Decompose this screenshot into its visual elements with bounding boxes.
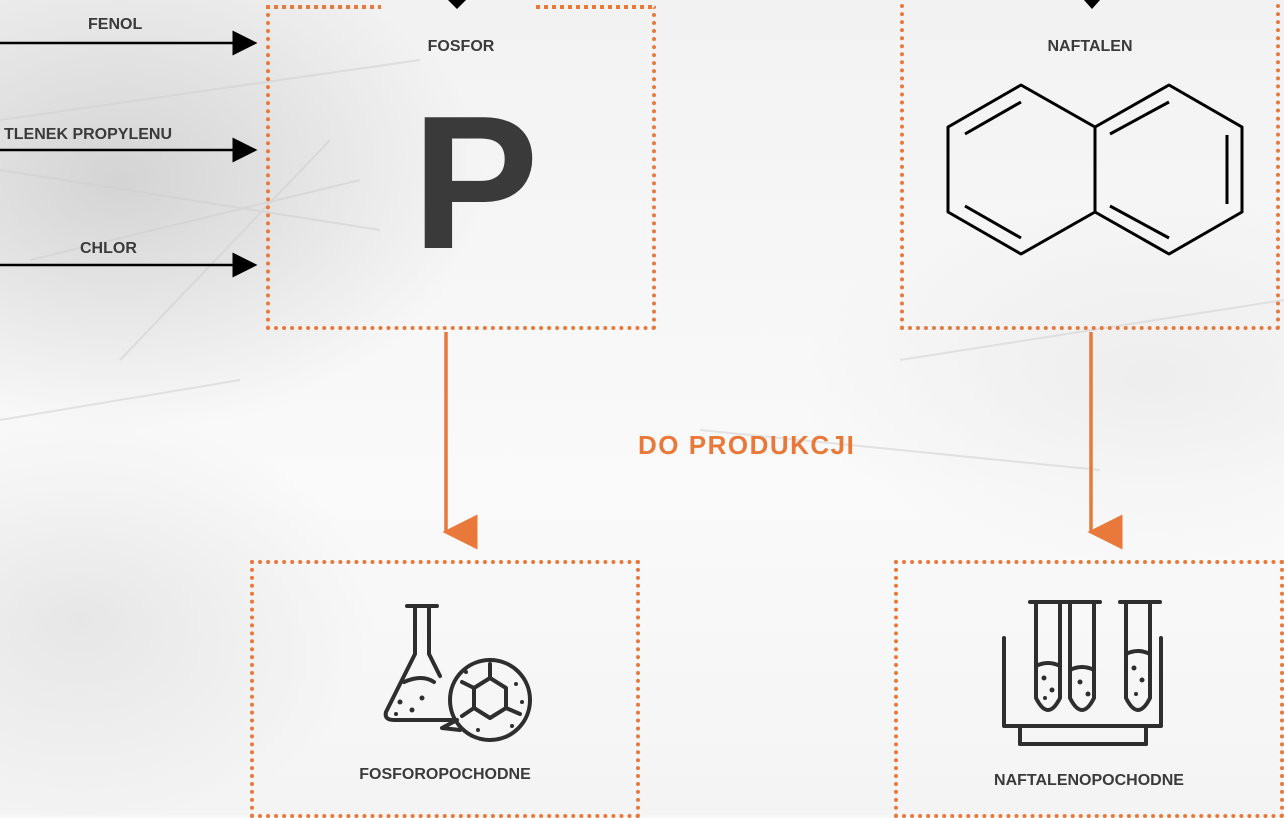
- input-label-chlor: CHLOR: [80, 240, 137, 257]
- box-naftalen: [900, 0, 1280, 330]
- center-label: DO PRODUKCJI: [638, 430, 856, 460]
- flask-molecule-icon: [383, 604, 532, 742]
- box-naftalenopochodne-title: NAFTALENOPOCHODNE: [994, 772, 1184, 789]
- box-fosfor-title: FOSFOR: [427, 38, 495, 55]
- top-arrow-naftalen: [1084, 0, 1100, 9]
- naphthalene-structure-icon: [946, 83, 1244, 256]
- box-fosforopochodne-title: FOSFOROPOCHODNE: [359, 766, 531, 783]
- input-label-fenol: FENOL: [88, 16, 143, 33]
- input-label-tlenek-propylenu: TLENEK PROPYLENU: [4, 126, 173, 143]
- box-fosfor-top-border: [266, 5, 656, 9]
- box-naftalen-title: NAFTALEN: [1047, 38, 1133, 55]
- top-arrow-fosfor: [448, 0, 466, 9]
- test-tubes-icon: [1002, 600, 1163, 746]
- phosphorus-symbol: P: [412, 77, 539, 289]
- box-fosfor: [266, 5, 656, 330]
